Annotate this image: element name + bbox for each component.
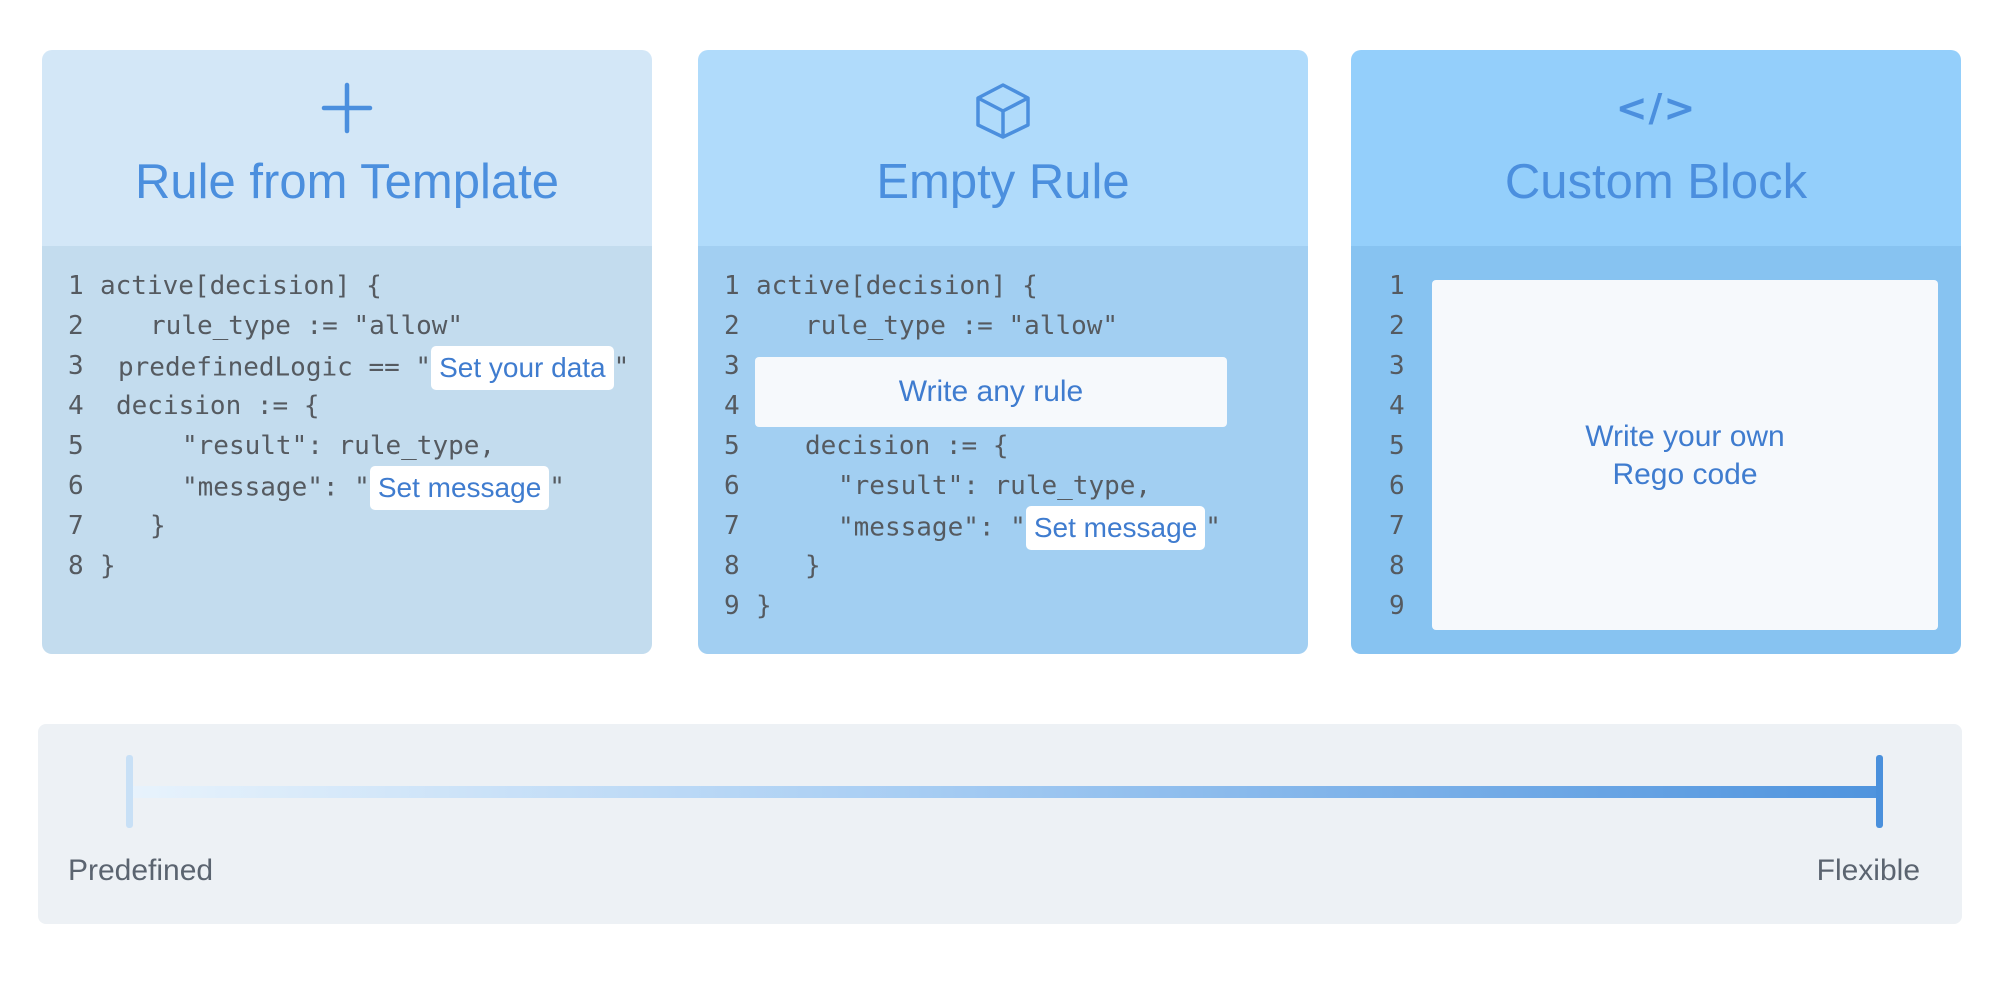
line-number: 7 [1389, 511, 1405, 541]
line-number: 6 [68, 471, 84, 501]
code-line: rule_type := "allow" [150, 311, 464, 341]
line-number: 6 [724, 471, 740, 501]
line-number: 1 [68, 271, 84, 301]
card-title: Rule from Template [135, 155, 559, 209]
card-rule-from-template[interactable]: Rule from Template 1 2 3 4 5 6 7 8 activ… [42, 50, 652, 654]
line-number: 2 [68, 311, 84, 341]
line-number: 4 [1389, 391, 1405, 421]
rego-code-block[interactable]: Write your own Rego code [1432, 280, 1938, 630]
line-number: 3 [1389, 351, 1405, 381]
line-number: 5 [68, 431, 84, 461]
line-number: 1 [724, 271, 740, 301]
set-message-field[interactable]: Set message [1025, 506, 1206, 550]
line-number: 6 [1389, 471, 1405, 501]
line-number: 4 [68, 391, 84, 421]
code-line: } [805, 551, 821, 581]
code-line: } [100, 551, 116, 581]
card-header: Rule from Template [42, 50, 652, 246]
code-editor: 1 2 3 4 5 6 7 8 active[decision] { rule_… [42, 246, 652, 654]
card-empty-rule[interactable]: Empty Rule 1 2 3 4 5 6 7 8 9 active[deci… [698, 50, 1308, 654]
line-number: 3 [724, 351, 740, 381]
card-title: Empty Rule [876, 155, 1130, 209]
write-any-rule-block[interactable]: Write any rule [755, 357, 1227, 427]
block-text-line: Rego code [1612, 458, 1758, 491]
code-line: } [150, 511, 166, 541]
code-line: "result": rule_type, [182, 431, 496, 461]
scale-label-flexible: Flexible [1816, 854, 1920, 887]
card-title: Custom Block [1504, 155, 1808, 209]
scale-end-tick [1876, 755, 1883, 828]
code-line: decision := { [805, 431, 1009, 461]
line-number: 2 [1389, 311, 1405, 341]
code-line: "result": rule_type, [838, 471, 1152, 501]
code-line: active[decision] { [100, 271, 382, 301]
code-icon: </> [1615, 86, 1697, 130]
scale-start-tick [126, 755, 133, 828]
block-text-line: Write your own [1585, 420, 1785, 453]
line-number: 9 [1389, 591, 1405, 621]
line-number: 5 [1389, 431, 1405, 461]
card-header: </> Custom Block [1351, 50, 1961, 246]
code-line: active[decision] { [756, 271, 1038, 301]
line-number: 3 [68, 351, 84, 381]
cube-icon [976, 83, 1030, 139]
flexibility-scale: Predefined Flexible [38, 724, 1962, 924]
line-number: 1 [1389, 271, 1405, 301]
line-number: 8 [68, 551, 84, 581]
line-number: 4 [724, 391, 740, 421]
scale-label-predefined: Predefined [68, 854, 214, 887]
card-custom-block[interactable]: </> Custom Block 1 2 3 4 5 6 7 8 9 Write… [1351, 50, 1961, 654]
plus-icon [321, 82, 373, 134]
scale-bar [126, 786, 1878, 798]
line-number: 7 [724, 511, 740, 541]
line-number: 2 [724, 311, 740, 341]
code-line: "message": "Set message" [838, 506, 1221, 550]
code-editor: 1 2 3 4 5 6 7 8 9 active[decision] { rul… [698, 246, 1308, 654]
code-line: } [756, 591, 772, 621]
line-number: 8 [1389, 551, 1405, 581]
set-data-field[interactable]: Set your data [431, 346, 614, 390]
code-line: predefinedLogic == "Set your data" [118, 346, 629, 390]
card-header: Empty Rule [698, 50, 1308, 246]
line-number: 7 [68, 511, 84, 541]
code-line: "message": "Set message" [182, 466, 565, 510]
code-line: rule_type := "allow" [805, 311, 1119, 341]
code-line: decision := { [116, 391, 320, 421]
line-number: 5 [724, 431, 740, 461]
set-message-field[interactable]: Set message [369, 466, 550, 510]
line-number: 8 [724, 551, 740, 581]
line-number: 9 [724, 591, 740, 621]
code-editor: 1 2 3 4 5 6 7 8 9 Write your own Rego co… [1351, 246, 1961, 654]
